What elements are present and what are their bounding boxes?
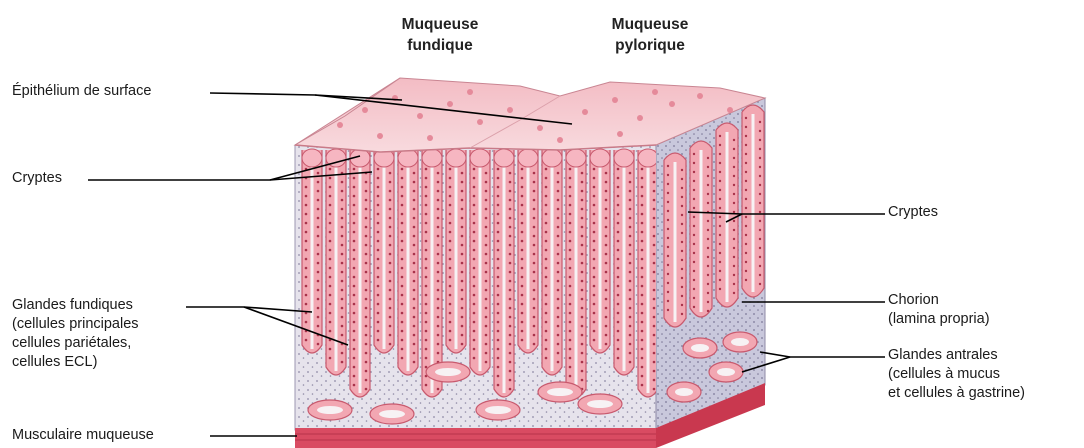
label-fundic-glands-line3: cellules pariétales, [12, 334, 139, 353]
label-fundic-glands-line1: Glandes fundiques [12, 296, 139, 315]
label-antral-glands-line3: et cellules à gastrine) [888, 384, 1025, 403]
label-antral-glands-line2: (cellules à mucus [888, 365, 1025, 384]
label-crypts-right: Cryptes [888, 203, 938, 222]
label-crypts-left-text: Cryptes [12, 169, 62, 188]
label-chorion-line2: (lamina propria) [888, 310, 990, 329]
label-chorion: Chorion (lamina propria) [888, 291, 990, 329]
label-surface-epithelium-text: Épithélium de surface [12, 82, 151, 101]
label-fundic-glands-line2: (cellules principales [12, 315, 139, 334]
label-crypts-right-text: Cryptes [888, 203, 938, 222]
label-fundic-glands-line4: cellules ECL) [12, 353, 139, 372]
muscularis-front [295, 428, 656, 448]
label-fundic-glands: Glandes fundiques (cellules principales … [12, 296, 139, 372]
label-antral-glands-line1: Glandes antrales [888, 346, 1025, 365]
label-crypts-left: Cryptes [12, 169, 62, 188]
label-chorion-line1: Chorion [888, 291, 990, 310]
label-antral-glands: Glandes antrales (cellules à mucus et ce… [888, 346, 1025, 403]
label-surface-epithelium: Épithélium de surface [12, 82, 151, 101]
label-muscularis: Musculaire muqueuse [12, 426, 154, 445]
label-muscularis-text: Musculaire muqueuse [12, 426, 154, 445]
